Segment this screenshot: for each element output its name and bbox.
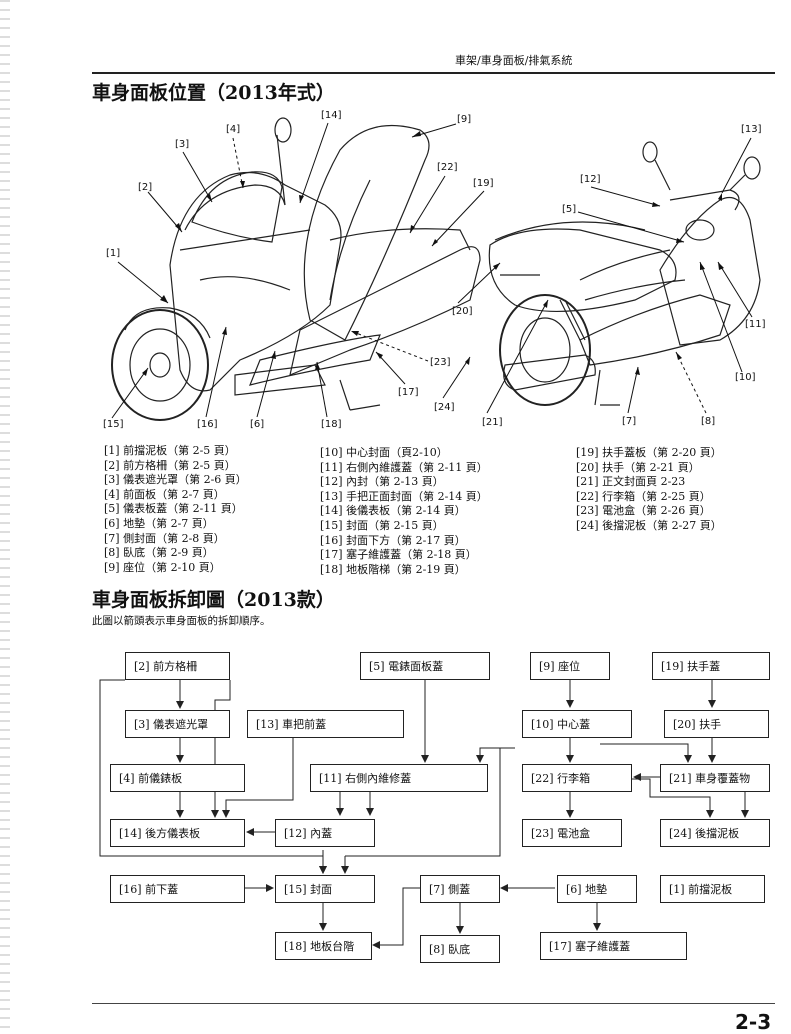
legend-item: [24] 後擋泥板（第 2-27 頁）	[576, 518, 722, 532]
legend-item: [12] 內封（第 2-13 頁）	[320, 475, 444, 489]
part-label-11: [11]	[745, 319, 766, 330]
flow-box-side-cover: [7] 側蓋	[420, 875, 500, 903]
part-label-3: [3]	[175, 139, 190, 150]
flow-box-right-inner-maintenance-cover: [11] 右側內維修蓋	[310, 764, 488, 792]
legend-item: [1] 前擋泥板（第 2-5 頁）	[104, 444, 236, 457]
part-label-21: [21]	[482, 417, 503, 428]
legend-item: [17] 塞子維護蓋（第 2-18 頁）	[320, 548, 477, 562]
legend-item: [8] 臥底（第 2-9 頁）	[104, 546, 214, 560]
flow-box-plug-maintenance-cover: [17] 塞子維護蓋	[540, 932, 687, 960]
legend-column-2: [10] 中心封面（頁2-10） [11] 右側內維護蓋（第 2-11 頁） […	[320, 446, 488, 577]
flow-box-front-fender: [1] 前擋泥板	[660, 875, 765, 903]
part-label-5: [5]	[562, 204, 577, 215]
flow-box-luggage-box: [22] 行李箱	[522, 764, 632, 792]
flow-box-armrest: [20] 扶手	[664, 710, 769, 738]
part-label-6: [6]	[250, 419, 265, 430]
legend-item: [4] 前面板（第 2-7 頁）	[104, 487, 225, 501]
flow-box-body-cover: [21] 車身覆蓋物	[660, 764, 770, 792]
flow-box-front-lower-cover: [16] 前下蓋	[110, 875, 245, 903]
flow-box-inner-cover: [12] 內蓋	[275, 819, 375, 847]
legend-item: [14] 後儀表板（第 2-14 頁）	[320, 504, 466, 518]
part-label-7: [7]	[622, 416, 637, 427]
legend-item: [13] 手把正面封面（第 2-14 頁）	[320, 489, 488, 503]
legend-column-3: [19] 扶手蓋板（第 2-20 頁） [20] 扶手（第 2-21 頁） [2…	[576, 446, 722, 534]
flow-box-front-grille: [2] 前方格柵	[125, 652, 230, 680]
flow-box-cover: [15] 封面	[275, 875, 375, 903]
flow-box-seat: [9] 座位	[530, 652, 610, 680]
part-label-17: [17]	[398, 387, 419, 398]
flow-box-center-cover: [10] 中心蓋	[522, 710, 632, 738]
legend-item: [2] 前方格柵（第 2-5 頁）	[104, 458, 236, 472]
page-number: 2-3	[735, 1010, 772, 1034]
legend-item: [22] 行李箱（第 2-25 頁）	[576, 489, 711, 503]
flow-box-handlebar-front-cover: [13] 車把前蓋	[247, 710, 404, 738]
section-title-locations: 車身面板位置（2013年式）	[92, 82, 335, 104]
part-label-22: [22]	[437, 162, 458, 173]
legend-column-1: [1] 前擋泥板（第 2-5 頁） [2] 前方格柵（第 2-5 頁） [3] …	[104, 444, 247, 575]
flow-box-battery-box: [23] 電池盒	[522, 819, 622, 847]
part-label-24: [24]	[434, 402, 455, 413]
legend-item: [15] 封面（第 2-15 頁）	[320, 518, 444, 532]
flow-box-floor-mat: [6] 地墊	[557, 875, 637, 903]
part-label-1: [1]	[106, 248, 121, 259]
flow-box-meter-panel-cover: [5] 電錶面板蓋	[360, 652, 490, 680]
part-label-18: [18]	[321, 419, 342, 430]
legend-item: [16] 封面下方（第 2-17 頁）	[320, 533, 466, 547]
leader-lines	[111, 122, 753, 419]
flow-box-under-cover: [8] 臥底	[420, 935, 500, 963]
part-label-13: [13]	[741, 124, 762, 135]
legend-item: [9] 座位（第 2-10 頁）	[104, 560, 221, 574]
flow-box-meter-visor: [3] 儀表遮光罩	[125, 710, 230, 738]
scooter-right-view	[488, 141, 761, 406]
section-title-removal: 車身面板拆卸圖（2013款）	[92, 589, 335, 611]
part-label-10: [10]	[735, 372, 756, 383]
part-label-20: [20]	[452, 306, 473, 317]
legend-item: [10] 中心封面（頁2-10）	[320, 446, 448, 459]
legend-item: [6] 地墊（第 2-7 頁）	[104, 516, 214, 530]
binder-edge	[0, 0, 10, 1033]
header-rule	[92, 72, 775, 74]
removal-intro: 此圖以箭頭表示車身面板的拆卸順序。	[92, 615, 271, 627]
part-label-15: [15]	[103, 419, 124, 430]
part-label-16: [16]	[197, 419, 218, 430]
scooter-diagram	[111, 117, 761, 421]
part-label-2: [2]	[138, 182, 153, 193]
part-label-14: [14]	[321, 110, 342, 121]
leader-arrows	[142, 131, 724, 376]
flow-box-rear-instrument-panel: [14] 後方儀表板	[110, 819, 245, 847]
legend-item: [18] 地板階梯（第 2-19 頁）	[320, 562, 466, 576]
flow-box-rear-fender: [24] 後擋泥板	[660, 819, 770, 847]
part-label-23: [23]	[430, 357, 451, 368]
legend-item: [20] 扶手（第 2-21 頁）	[576, 460, 700, 474]
flow-box-armrest-cover: [19] 扶手蓋	[652, 652, 770, 680]
part-label-9: [9]	[457, 114, 472, 125]
part-label-8: [8]	[701, 416, 716, 427]
legend-item: [7] 側封面（第 2-8 頁）	[104, 531, 225, 545]
scooter-left-view	[111, 117, 481, 421]
footer-rule	[92, 1003, 775, 1004]
part-label-4: [4]	[226, 124, 241, 135]
legend-item: [11] 右側內維護蓋（第 2-11 頁）	[320, 460, 488, 474]
flow-box-front-instrument-panel: [4] 前儀錶板	[110, 764, 245, 792]
chapter-header: 車架/車身面板/排氣系統	[455, 54, 573, 67]
flow-box-floor-step: [18] 地板台階	[275, 932, 372, 960]
legend-item: [19] 扶手蓋板（第 2-20 頁）	[576, 446, 722, 459]
legend-item: [21] 正文封面頁 2-23	[576, 475, 686, 489]
legend-item: [23] 電池盒（第 2-26 頁）	[576, 504, 711, 518]
legend-item: [5] 儀表板蓋（第 2-11 頁）	[104, 502, 243, 516]
part-label-12: [12]	[580, 174, 601, 185]
legend-item: [3] 儀表遮光罩（第 2-6 頁）	[104, 473, 247, 487]
part-label-19: [19]	[473, 178, 494, 189]
